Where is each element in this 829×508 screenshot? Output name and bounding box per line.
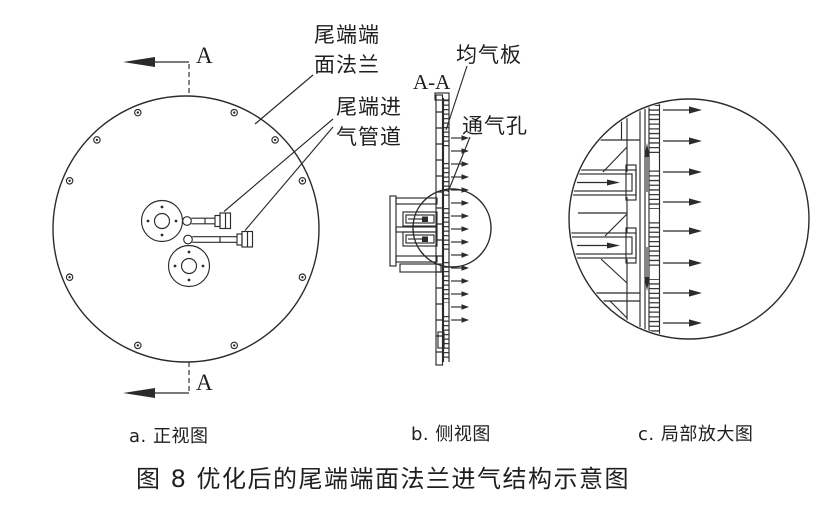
upper-intake-pipe <box>182 212 232 230</box>
section-arrow-top <box>123 57 190 96</box>
detail-bracket-lines <box>574 101 640 334</box>
tail-end-flange-label: 尾端端 面法兰 <box>314 20 380 80</box>
upper-pipe-flange <box>140 199 184 243</box>
section-label-a-bottom: A <box>196 370 213 395</box>
detail-lower-pipe <box>570 227 637 264</box>
lower-intake-pipe <box>183 230 254 248</box>
caption-front-view: a. 正视图 <box>129 426 209 447</box>
end-face-flange-disc <box>52 95 320 363</box>
detail-boundary-circle <box>568 98 810 340</box>
detail-view <box>568 98 810 340</box>
tail-intake-pipe-label: 尾端进 气管道 <box>336 92 402 152</box>
detail-upper-pipe <box>570 164 637 201</box>
caption-side-view: b. 侧视图 <box>411 424 491 445</box>
side-view <box>389 92 492 366</box>
gas-equalizing-plate-label: 均气板 <box>456 43 522 67</box>
internal-flow-arrows <box>644 143 650 291</box>
front-view <box>52 57 320 398</box>
section-arrow-bottom <box>123 362 190 398</box>
tail-end-flange-label-line1: 尾端端 <box>314 23 380 47</box>
outflow-arrows <box>662 105 703 328</box>
figure-caption: 图 8 优化后的尾端端面法兰进气结构示意图 <box>136 465 631 493</box>
lower-pipe-flange <box>167 244 211 288</box>
caption-detail-view: c. 局部放大图 <box>638 424 754 445</box>
tail-intake-pipe-label-line2: 气管道 <box>336 125 402 149</box>
tail-end-flange-label-line2: 面法兰 <box>314 53 380 77</box>
flange-plate-section <box>435 94 444 366</box>
tail-intake-pipe-label-line1: 尾端进 <box>336 95 402 119</box>
vent-hole-label: 通气孔 <box>462 114 528 138</box>
intake-pipes-section <box>389 195 445 349</box>
section-view-label-aa: A-A <box>413 70 451 94</box>
detail-scope-circle <box>412 188 492 268</box>
bolt-holes <box>65 108 307 350</box>
section-label-a-top: A <box>196 43 213 68</box>
